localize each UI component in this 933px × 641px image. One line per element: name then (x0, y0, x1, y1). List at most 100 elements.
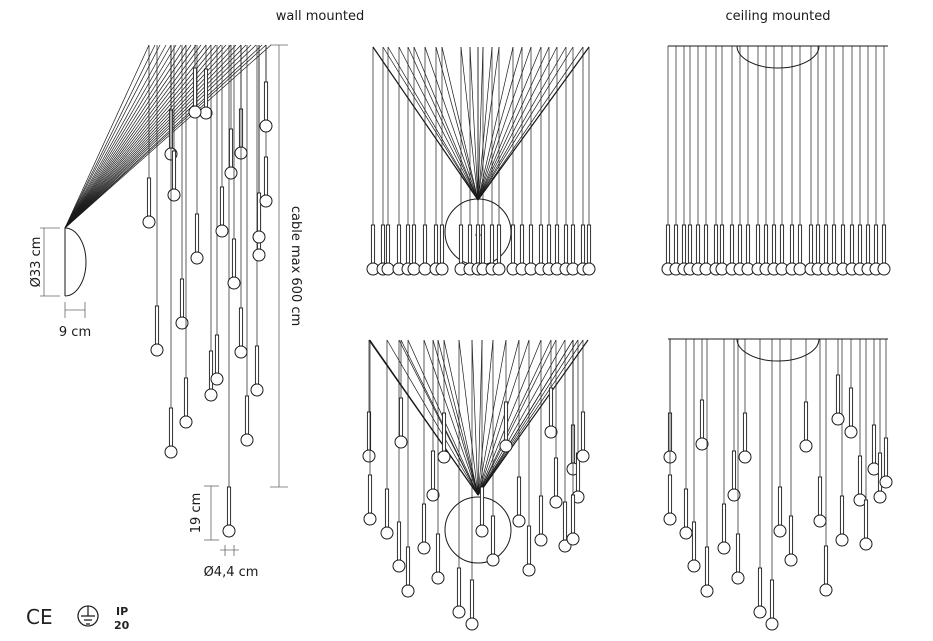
aligned-pendant-tube (570, 224, 576, 264)
wall-pendant-tube (219, 186, 225, 226)
staggered-pendant-tube (503, 401, 509, 441)
staggered-pendant-globe (394, 435, 408, 449)
aligned-pendant-tube (380, 224, 386, 264)
staggered-pendant-globe (465, 617, 479, 631)
fan-wire (64, 44, 156, 229)
ceiling-staggered-pendant-tube (704, 546, 710, 586)
aligned-pendant-tube (480, 224, 486, 264)
staggered-pendant-globe (362, 449, 376, 463)
wall-pendant-globe (259, 119, 273, 133)
ceiling-aligned-pendant-tube (763, 224, 769, 264)
wall-mounted-side-view (64, 44, 273, 538)
fan-wire (413, 46, 479, 201)
ceiling-staggered-pendant-tube (803, 401, 809, 441)
fan-wire (64, 44, 212, 229)
ceiling-staggered-pendants (663, 339, 893, 631)
ceiling-staggered-pendant-globe (663, 512, 677, 526)
wall-pendant-tube (244, 395, 250, 435)
wall-pendant-tube (171, 150, 177, 190)
aligned-pendant-globe (492, 262, 506, 276)
fan-wire (64, 44, 161, 229)
ceiling-canopy-top (736, 45, 820, 69)
ceiling-staggered-pendant-tube (823, 545, 829, 585)
fan-wire (64, 44, 182, 229)
wall-pendant-tube (214, 334, 220, 374)
fan-wire (437, 339, 479, 496)
fan-wire (441, 46, 479, 201)
dim-cable-length: cable max 600 cm (270, 44, 303, 488)
wall-pendant-globe (222, 524, 236, 538)
ceiling-aligned-pendant-tube (823, 224, 829, 264)
ceiling-staggered-pendant-tube (742, 412, 748, 452)
aligned-pendant-tube (433, 224, 439, 264)
staggered-pendant-tube (435, 533, 441, 573)
fan-wire (64, 44, 247, 229)
ceiling-staggered-pendant-globe (773, 524, 787, 538)
fan-wire (477, 46, 542, 201)
ceiling-staggered-pendant-globe (819, 583, 833, 597)
ceiling-staggered-pendant-globe (873, 490, 887, 504)
aligned-pendants (366, 47, 596, 276)
wall-pendant-globe (234, 345, 248, 359)
ceiling-staggered-pendant-tube (839, 495, 845, 535)
aligned-pendant-tube (467, 224, 473, 264)
fan-wire (432, 339, 479, 496)
header-wall-mounted: wall mounted (276, 9, 364, 24)
ceiling-aligned-pendant-tube (797, 224, 803, 264)
ceiling-aligned-pendant-tube (755, 224, 761, 264)
wall-pendant-globe (240, 433, 254, 447)
staggered-pendant-tube (526, 525, 532, 565)
aligned-pendant-tube (458, 224, 464, 264)
aligned-pendant-tube (405, 224, 411, 264)
ceiling-staggered-pendant-globe (835, 533, 849, 547)
aligned-pendant-tube (563, 224, 569, 264)
staggered-pendant-globe (452, 605, 466, 619)
staggered-pendant-tube (421, 503, 427, 543)
aligned-pendant-globe (582, 262, 596, 276)
fan-wire (477, 339, 566, 496)
header-ceiling-mounted: ceiling mounted (725, 9, 830, 24)
ceiling-staggered-pendant-globe (879, 475, 893, 489)
staggered-pendant-tube (398, 397, 404, 437)
ceiling-staggered-pendant-globe (679, 526, 693, 540)
fan-wire (477, 46, 500, 201)
staggered-pendant-globe (363, 512, 377, 526)
ceiling-aligned-pendant-tube (865, 224, 871, 264)
staggered-pendant-tube (430, 450, 436, 490)
staggered-pendant-tube (570, 494, 576, 534)
ceiling-staggered-pendant-globe (738, 450, 752, 464)
wall-pendant-tube (263, 156, 269, 196)
ceiling-aligned-pendant-tube (665, 224, 671, 264)
staggered-pendant-globe (417, 541, 431, 555)
wall-pendants (142, 45, 273, 538)
wall-pendant-globe (252, 230, 266, 244)
fan-wire (477, 339, 552, 496)
aligned-pendant-tube (385, 224, 391, 264)
aligned-pendant-tube (496, 224, 502, 264)
fan-wire (477, 46, 514, 201)
aligned-pendant-tube (586, 224, 592, 264)
staggered-pendant-globe (544, 425, 558, 439)
wall-pendant-globe (250, 383, 264, 397)
fan-wire (477, 46, 523, 201)
ceiling-staggered-pendant-tube (817, 476, 823, 516)
wall-pendant-globe (259, 194, 273, 208)
ceiling-staggered-pendant-tube (691, 521, 697, 561)
wall-pendant-tube (192, 67, 198, 107)
wall-pendant-globe (210, 372, 224, 386)
staggered-pendant-tube (396, 521, 402, 561)
ceiling-staggered-pendant-tube (848, 387, 854, 427)
ceiling-aligned-pendant-tube (789, 224, 795, 264)
ceiling-staggered-pendant-globe (813, 514, 827, 528)
ceiling-aligned-pendant-tube (779, 224, 785, 264)
wall-pendant-globe (190, 251, 204, 265)
dim-canopy-depth: 9 cm (59, 302, 91, 340)
fan-wire (477, 339, 520, 496)
wall-pendant-globe (204, 388, 218, 402)
fan-wire (477, 339, 584, 496)
aligned-pendant-tube (489, 224, 495, 264)
fan-wire-edge (477, 339, 589, 496)
ceiling-staggered-pendant-tube (731, 450, 737, 490)
wall-pendant-globe (199, 106, 213, 120)
